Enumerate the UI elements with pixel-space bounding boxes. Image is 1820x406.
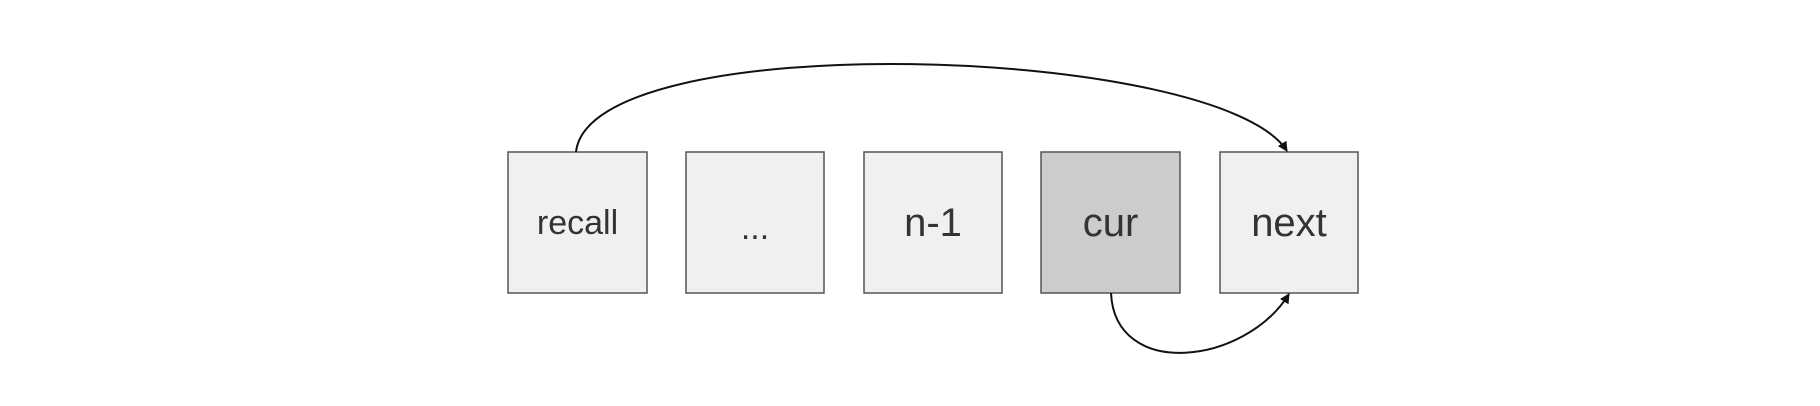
box-recall-rect [507,151,648,294]
box-recall-label: recall [537,204,618,242]
box-n-1: n-1 [863,151,1003,294]
box-n-1-rect [863,151,1003,294]
arrow-recall-to-next [575,63,1288,153]
box-ellipsis-label: ... [741,209,769,247]
box-ellipsis: ... [685,151,825,294]
box-next-rect [1219,151,1359,294]
box-next-label: next [1251,201,1327,245]
arrow-cur-to-next [1110,292,1290,354]
box-recall: recall [507,151,648,294]
box-ellipsis-rect [685,151,825,294]
box-cur-label: cur [1083,201,1139,245]
box-n-1-label: n-1 [904,201,962,245]
box-next: next [1219,151,1359,294]
box-cur-rect [1040,151,1181,294]
box-cur: cur [1040,151,1181,294]
